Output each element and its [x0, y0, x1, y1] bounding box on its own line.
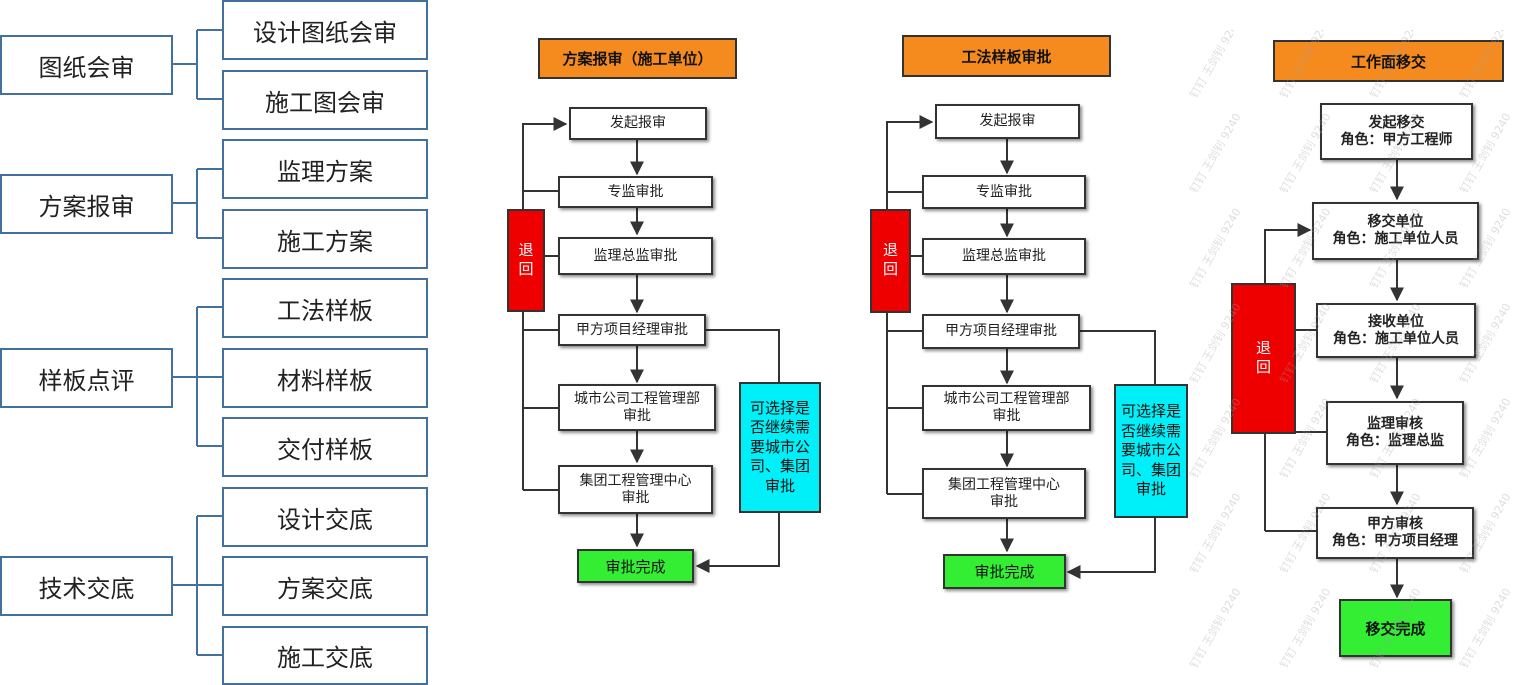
flow3-retreat: 退回 [1231, 283, 1296, 434]
tree-child-2-2: 交付样板 [222, 417, 428, 477]
tree-child-0-0: 设计图纸会审 [222, 0, 428, 60]
flow1-retreat: 退回 [507, 209, 545, 312]
flow1-step-4: 城市公司工程管理部 审批 [558, 384, 716, 431]
flow3-done: 移交完成 [1339, 599, 1452, 657]
tree-child-1-0: 监理方案 [222, 139, 428, 199]
flow3-title: 工作面移交 [1273, 40, 1504, 82]
tree-child-3-1: 方案交底 [222, 556, 428, 616]
flow2-step-4: 城市公司工程管理部 审批 [922, 385, 1091, 431]
flow1-step-3: 甲方项目经理审批 [558, 314, 706, 346]
flow3-step-3: 监理审核 角色：监理总监 [1326, 401, 1464, 465]
tree-root-1: 方案报审 [0, 174, 173, 234]
flow1-title: 方案报审（施工单位） [538, 38, 737, 79]
flow3-step-0: 发起移交 角色：甲方工程师 [1320, 103, 1473, 160]
tree-root-3: 技术交底 [0, 556, 173, 616]
tree-child-2-1: 材料样板 [222, 348, 428, 408]
tree-root-2: 样板点评 [0, 348, 173, 408]
flow2-step-5: 集团工程管理中心 审批 [922, 468, 1086, 519]
flow1-step-2: 监理总监审批 [558, 237, 713, 275]
flow2-optional: 可选择是否继续需要城市公司、集团审批 [1114, 384, 1188, 518]
tree-child-3-2: 施工交底 [222, 626, 428, 685]
flow3-step-4: 甲方审核 角色：甲方项目经理 [1316, 507, 1474, 559]
flow2-step-0: 发起报审 [935, 104, 1080, 139]
flow1-step-5: 集团工程管理中心 审批 [558, 465, 713, 514]
flow1-step-1: 专监审批 [558, 176, 713, 208]
flow2-title: 工法样板审批 [902, 35, 1111, 77]
tree-child-0-1: 施工图会审 [222, 70, 428, 130]
flow2-step-2: 监理总监审批 [922, 238, 1086, 275]
flow1-step-0: 发起报审 [569, 107, 707, 140]
tree-root-0: 图纸会审 [0, 35, 173, 95]
flow1-optional: 可选择是否继续需要城市公司、集团审批 [739, 382, 821, 513]
flow3-step-2: 接收单位 角色：施工单位人员 [1316, 303, 1476, 358]
flow2-step-3: 甲方项目经理审批 [922, 314, 1080, 349]
tree-child-2-0: 工法样板 [222, 278, 428, 338]
tree-child-3-0: 设计交底 [222, 487, 428, 547]
tree-child-1-1: 施工方案 [222, 209, 428, 269]
flow2-retreat: 退回 [870, 209, 911, 313]
flow2-done: 审批完成 [943, 554, 1066, 589]
tree-connectors [172, 29, 223, 656]
flow3-step-1: 移交单位 角色：施工单位人员 [1312, 202, 1479, 260]
flow1-done: 审批完成 [577, 549, 694, 583]
flow2-step-1: 专监审批 [922, 175, 1086, 209]
